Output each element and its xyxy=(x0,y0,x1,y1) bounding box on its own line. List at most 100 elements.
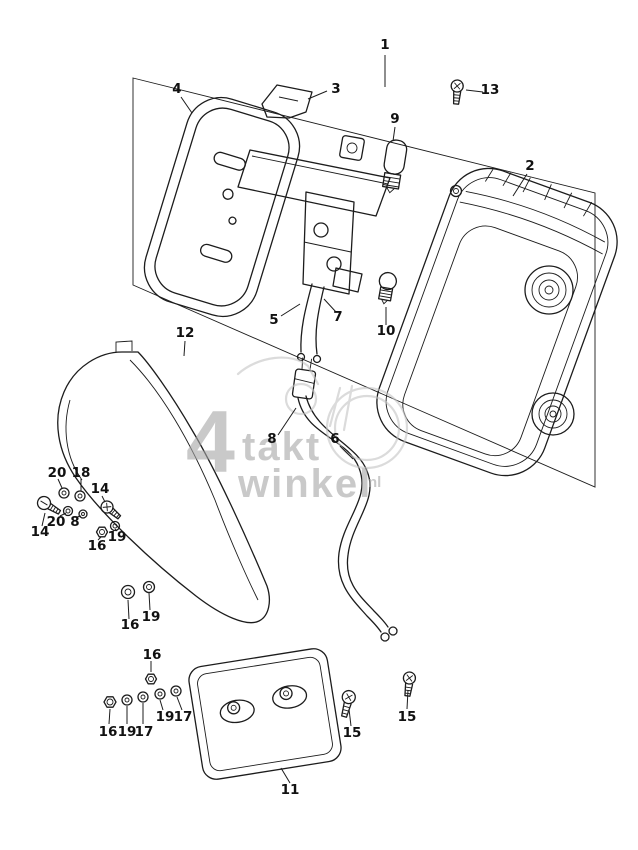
washer-19-a xyxy=(109,520,121,532)
screw-14l-shaft xyxy=(46,502,62,515)
leader-16d xyxy=(108,708,111,725)
grommet-16b-outer xyxy=(120,584,136,600)
washer-20-lower xyxy=(62,505,74,517)
callout-8-b: 8 xyxy=(70,514,79,530)
callout-labels: 1 2 3 4 5 6 7 8 9 10 11 12 13 14 14 15 1… xyxy=(31,37,535,798)
lens-circle-lower xyxy=(531,392,575,436)
screw-14l-head xyxy=(36,495,52,511)
grommet-16b-inner xyxy=(124,588,132,596)
washer-19d-inner xyxy=(157,691,163,697)
lens-ring-6 xyxy=(538,399,568,429)
bulb-base-threads xyxy=(382,176,401,188)
bracket-bend-line xyxy=(303,241,352,253)
lens-ring-5 xyxy=(531,392,575,436)
taillight-base-gasket xyxy=(143,96,301,318)
nut-16c-hole xyxy=(148,676,154,682)
lens-top-line-2 xyxy=(459,201,603,255)
leader-11 xyxy=(280,767,291,784)
callout-4: 4 xyxy=(172,81,181,97)
washer-19a-inner xyxy=(112,523,118,529)
callout-18: 18 xyxy=(72,465,91,481)
side-cover-outline xyxy=(57,351,270,624)
callout-20-b: 20 xyxy=(47,514,66,530)
leader-5 xyxy=(280,303,301,317)
watermark-handlebar-sketch xyxy=(236,356,320,386)
gasket-hole xyxy=(222,188,234,200)
screw-14r-threads xyxy=(111,509,120,518)
lens-top-hatch xyxy=(484,169,593,217)
washer-19d-outer xyxy=(154,688,166,700)
mounting-plate xyxy=(237,149,391,217)
grommet-16-b xyxy=(120,584,136,600)
loop-wire-1 xyxy=(297,397,382,633)
plate-screw-right-slot xyxy=(283,690,289,697)
leader-8 xyxy=(277,407,297,436)
leader-19a xyxy=(114,528,118,532)
washer-19c-inner xyxy=(124,697,130,703)
loop-wire-2 xyxy=(305,395,389,628)
callout-11: 11 xyxy=(281,782,300,798)
wire-connector xyxy=(291,357,317,400)
wire-7 xyxy=(315,286,325,355)
callout-14-a: 14 xyxy=(91,481,110,497)
gasket-slot-upper xyxy=(213,151,246,171)
leader-15b xyxy=(406,689,409,710)
bracket-outline xyxy=(261,84,313,119)
tail-bulb xyxy=(382,139,408,194)
plate-screw-left-slot xyxy=(230,704,237,711)
license-plate-bracket xyxy=(188,648,342,780)
leader-16a xyxy=(97,536,102,541)
wiring-loop xyxy=(297,395,398,642)
side-cover-contour xyxy=(129,359,259,601)
screw-15-left xyxy=(341,689,356,718)
washer-19-d xyxy=(154,688,166,700)
screw-14r-head xyxy=(100,500,114,514)
socket-body xyxy=(339,135,365,161)
lamp-bracket-outline xyxy=(302,191,355,295)
lamp-wires xyxy=(296,283,325,364)
washer-17-b xyxy=(170,685,182,697)
callout-8: 8 xyxy=(267,431,276,447)
leader-8b xyxy=(76,515,82,518)
washer-19c-outer xyxy=(121,694,133,706)
screw-14r-shaft xyxy=(108,507,122,520)
lens-textured-face xyxy=(402,225,578,457)
leader-20a xyxy=(57,478,63,489)
nut-16d-hex xyxy=(103,696,117,708)
callout-7: 7 xyxy=(333,309,342,325)
small-bulb-threads xyxy=(379,289,393,299)
bracket-hole-upper xyxy=(313,222,329,238)
callout-3: 3 xyxy=(331,81,340,97)
lens-ring-2 xyxy=(531,272,567,308)
watermark-fork-sketch xyxy=(328,384,354,432)
lens-ring-4 xyxy=(544,285,554,295)
washer-8-inner xyxy=(81,512,85,516)
leader-9 xyxy=(392,126,396,142)
wire-7-terminal xyxy=(312,354,322,364)
callout-12: 12 xyxy=(176,325,195,341)
callout-16-a: 16 xyxy=(88,538,107,554)
watermark-text-nl: nl xyxy=(368,474,381,491)
bulb-contact xyxy=(386,186,395,194)
screw-13-slot xyxy=(453,82,461,90)
screw-15r-slot xyxy=(405,674,414,682)
plate-edge-line xyxy=(251,155,389,185)
gasket-slot-lower xyxy=(199,243,233,263)
callout-17-b: 17 xyxy=(174,709,193,725)
washer-17b-inner xyxy=(173,688,179,694)
callout-14-b: 14 xyxy=(31,524,50,540)
gasket-hole-small xyxy=(228,216,237,225)
callout-16-b: 16 xyxy=(121,617,140,633)
leader-14b xyxy=(41,512,46,527)
nut-16a-hex xyxy=(95,526,109,538)
callout-15-a: 15 xyxy=(343,725,362,741)
washer-8-outer xyxy=(78,509,88,519)
screw-14-left xyxy=(36,495,62,515)
leader-7 xyxy=(323,298,337,313)
plate-slot-right xyxy=(272,685,308,709)
washer-8 xyxy=(78,509,88,519)
leader-2 xyxy=(512,173,528,197)
watermark-wheel-outer xyxy=(325,386,409,470)
